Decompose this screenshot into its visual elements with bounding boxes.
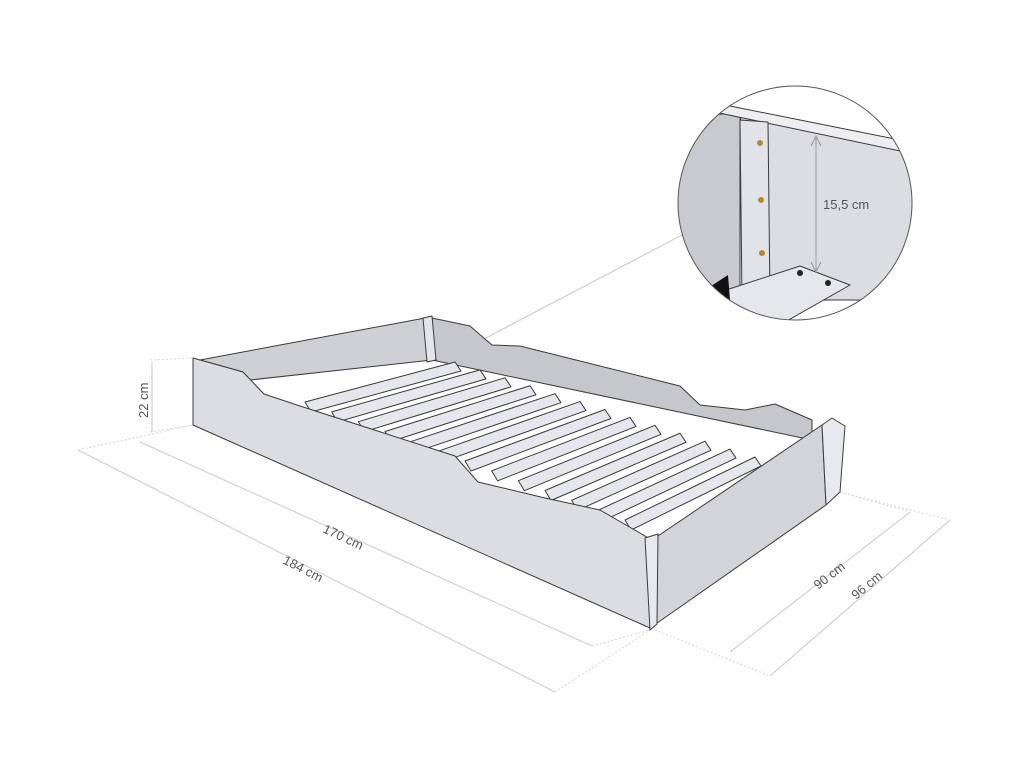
corner-post xyxy=(739,119,771,301)
outer-width-label: 96 cm xyxy=(848,568,885,602)
inner-length-dimension-line xyxy=(139,441,593,647)
front-long-panel xyxy=(192,357,653,629)
outer-width-dimension-line xyxy=(769,519,951,677)
back-end-panel-edge xyxy=(422,315,437,363)
dimension-lines xyxy=(77,357,951,693)
outer-length-dimension-line xyxy=(77,449,556,693)
back-long-panel-inner xyxy=(431,317,813,441)
side-height-detail-label: 15,5 cm xyxy=(823,197,869,212)
inner-width-label: 90 cm xyxy=(811,559,848,593)
slat xyxy=(544,432,687,501)
inner-length-label: 170 cm xyxy=(321,521,366,553)
slats xyxy=(304,361,762,531)
slat xyxy=(491,416,637,482)
slat xyxy=(464,409,612,472)
detail-inset xyxy=(678,86,912,320)
detail-inset-border xyxy=(677,85,913,321)
front-panel-edge xyxy=(644,533,659,631)
screw-icon xyxy=(758,197,764,203)
outer-length-label: 184 cm xyxy=(281,552,326,585)
right-end-panel-edge xyxy=(821,417,846,506)
height-label: 22 cm xyxy=(136,383,151,418)
screw-icon xyxy=(759,250,765,256)
inner-width-dimension-line xyxy=(729,511,911,653)
slat xyxy=(517,424,662,492)
screw-icon xyxy=(757,140,763,146)
